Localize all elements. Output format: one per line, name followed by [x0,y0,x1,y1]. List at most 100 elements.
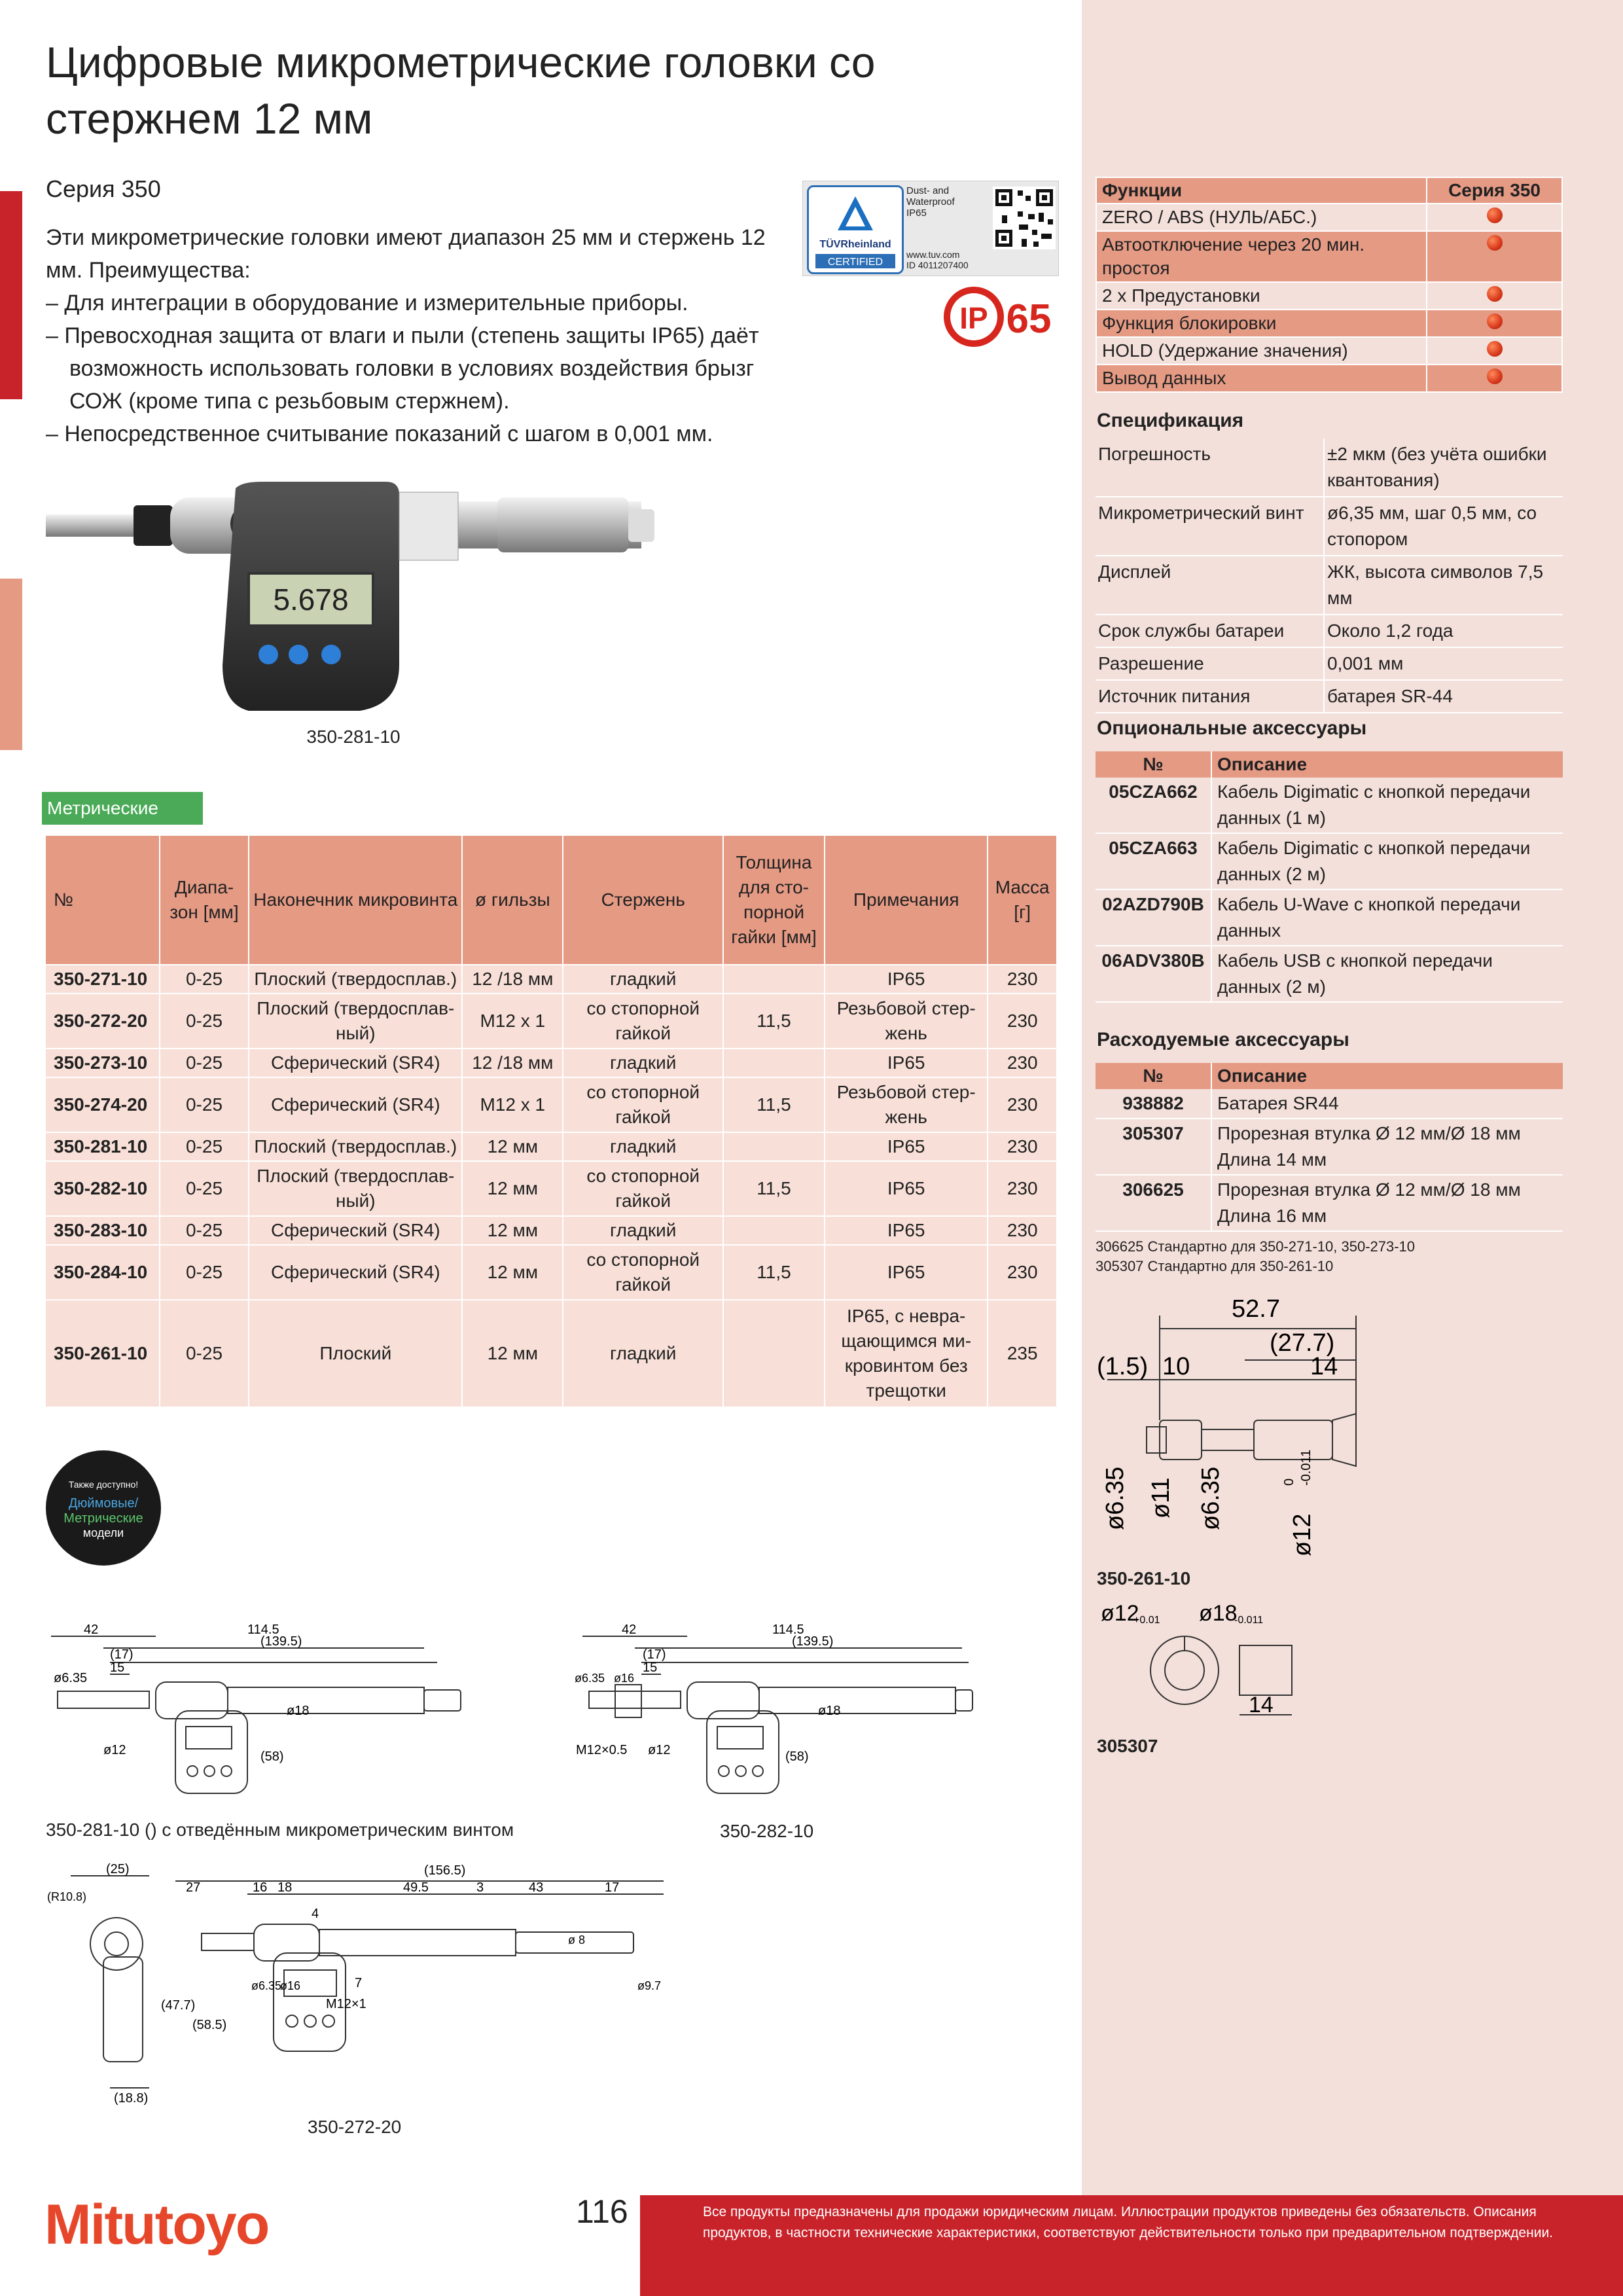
drawing-350-282-10: 42 114.5 (139.5) (17) 15 ø6.35 ø16 ø18 ø… [569,1617,982,1813]
dim-label: 42 [622,1623,636,1637]
function-label: 2 x Предустановки [1095,281,1428,310]
table-cell: 12 /18 мм [461,1048,564,1078]
table-cell: 350-274-20 [45,1077,160,1133]
function-row: Автоотключение через 20 мин. простоя [1095,230,1563,283]
dim-label: ø12 [1101,1601,1139,1626]
dim-label: 42 [84,1623,98,1637]
accessory-code: 02AZD790B [1096,889,1212,946]
tuv-triangle-icon: TÜVRheinland CERTIFIED [815,196,895,268]
technical-drawing-261: 52.7 (27.7) (1.5) 10 14 ø6.35 ø11 ø6.35 … [1097,1295,1357,1556]
function-row: Функция блокировки [1095,309,1563,338]
badge-line: Также доступно! [68,1479,139,1490]
micrometer-head-image: 5.678 [46,482,654,711]
table-cell: IP65 [824,1160,989,1217]
dim-label: ø18 [1199,1601,1238,1626]
accessory-desc: Прорезная втулка Ø 12 мм/Ø 18 мм Длина 1… [1211,1175,1563,1232]
table-cell [722,1215,826,1246]
intro-paragraph: Эти микрометрические головки имеют диапа… [46,225,766,283]
drawing-282-caption: 350-282-10 [720,1821,814,1841]
spec-key: Разрешение [1096,647,1325,681]
note-line: 305307 Стандартно для 350-261-10 [1096,1258,1334,1274]
col-header: Наконечник микровинта [248,834,463,965]
function-cell [1426,364,1563,393]
dim-label: (17) [110,1647,134,1662]
functions-table: Функции Серия 350 ZERO / ABS (НУЛЬ/АБС.)… [1095,177,1563,393]
dim-label: 17 [605,1880,619,1895]
dim-label: ø6.35 [1101,1467,1129,1530]
spec-value: батарея SR-44 [1324,680,1563,713]
tuv-name: TÜVRheinland [819,238,891,250]
available-dot-icon [1486,235,1503,251]
table-cell: IP65 [824,964,989,994]
page-number: 116 [576,2193,628,2230]
table-cell: 12 мм [461,1132,564,1162]
dim-label: 52.7 [1232,1296,1280,1323]
badge-line: модели [82,1526,124,1539]
pink-edge-marker [0,579,22,750]
dim-label: ø12 [1289,1514,1316,1556]
footer-disclaimer: Все продукты предназначены для продажи ю… [703,2204,1554,2240]
table-cell: 350-272-20 [45,993,160,1049]
spec-heading: Спецификация [1097,410,1244,431]
spec-value: ЖК, высота символов 7,5 мм [1324,556,1563,615]
cert-line: IP65 [906,207,927,219]
dim-label: (18.8) [114,2091,148,2106]
function-row: 2 x Предустановки [1095,281,1563,310]
dim-label: 15 [643,1660,657,1675]
col-header: № [45,834,160,965]
col-header: ø гильзы [461,834,564,965]
available-dot-icon [1486,314,1503,329]
spec-key: Источник питания [1096,680,1325,713]
table-cell: 11,5 [722,1244,826,1300]
dim-label: (1.5) [1097,1353,1148,1380]
table-cell: 350-271-10 [45,964,160,994]
col-header: Серия 350 [1426,177,1563,204]
mitutoyo-logo: Mitutoyo [45,2193,270,2256]
table-cell: M12 x 1 [461,993,564,1049]
table-cell: Резьбовой стер-жень [824,993,989,1049]
dim-label: M12×0.5 [576,1743,627,1757]
dim-label: ø18 [818,1704,840,1718]
table-cell: 0-25 [158,1077,250,1133]
table-cell: 230 [987,1077,1058,1133]
dim-label: ø11 [1147,1477,1175,1518]
page-title-line-1: Цифровые микрометрические головки со [46,38,876,86]
series-heading: Серия 350 [46,175,161,202]
table-cell: Плоский (твердосплав.) [248,964,463,994]
table-cell: гладкий [562,1299,724,1408]
table-cell: гладкий [562,964,724,994]
also-available-badge: Также доступно! Дюймовые/ Метрические мо… [46,1450,161,1566]
table-cell: M12 x 1 [461,1077,564,1133]
table-cell: 235 [987,1299,1058,1408]
dim-label: (R10.8) [47,1890,86,1903]
table-cell: 230 [987,993,1058,1049]
technical-drawing-272: (25) (R10.8) (47.7) (58.5) (18.8) (156.5… [47,1862,664,2106]
accessory-desc: Кабель Digimatic с кнопкой передачи данн… [1211,778,1563,834]
optional-accessories-heading: Опциональные аксессуары [1097,717,1367,739]
table-cell: гладкий [562,1215,724,1246]
function-label: ZERO / ABS (НУЛЬ/АБС.) [1095,203,1428,232]
dim-label: 114.5 [772,1623,804,1637]
drawing-261-caption: 350-261-10 [1097,1568,1191,1588]
dim-label: ø6.35 [575,1672,605,1685]
dim-label: ø6.35 [1197,1467,1224,1530]
accessory-desc: Кабель USB с кнопкой передачи данных (2 … [1211,946,1563,1003]
dim-label: ø18 [287,1704,309,1718]
table-cell: Плоский (твердосплав-ный) [248,1160,463,1217]
table-cell: 12 /18 мм [461,964,564,994]
dim-label: ø 8 [568,1933,585,1946]
col-header: Диапа-зон [мм] [158,834,250,965]
dim-label: 7 [355,1976,362,1990]
products-table: № Диапа-зон [мм] Наконечник микровинта ø… [45,834,1058,1408]
dim-label: 15 [110,1660,124,1675]
accessory-code: 06ADV380B [1096,946,1212,1003]
table-cell: 230 [987,1132,1058,1162]
drawing-281-caption: 350-281-10 () с отведённым микрометричес… [46,1820,514,1840]
table-cell: 350-284-10 [45,1244,160,1300]
dim-label: ø6.35 [251,1979,281,1992]
